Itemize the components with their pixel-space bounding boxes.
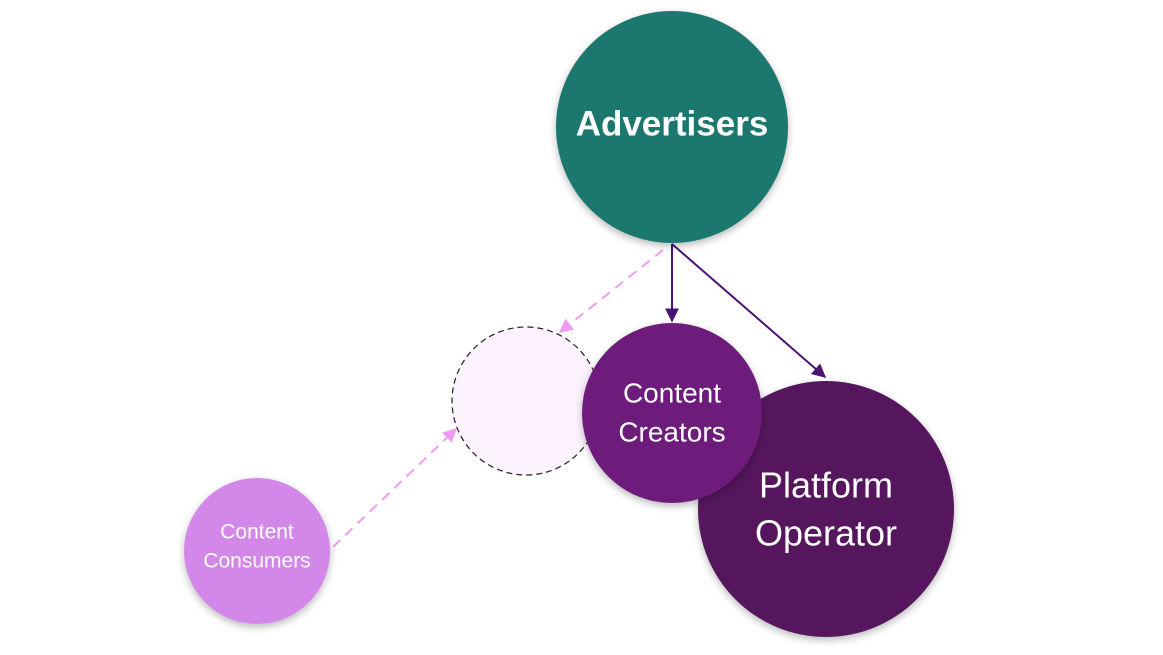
content-creators-circle — [582, 323, 762, 503]
content-consumers-label-line2: Consumers — [203, 550, 310, 573]
content-consumers-node: Content Consumers — [184, 478, 330, 624]
platform-operator-circle — [698, 381, 954, 637]
platform-operator-label-line1: Platform — [759, 465, 893, 506]
advertisers-node: Advertisers — [556, 11, 788, 243]
content-creators-label-line1: Content — [623, 377, 721, 408]
placeholder-node — [452, 327, 600, 475]
edge-advertisers-to-operator — [671, 243, 827, 378]
content-creators-node: Content Creators — [582, 323, 762, 503]
advertisers-circle — [556, 11, 788, 243]
content-consumers-circle — [184, 478, 330, 624]
edge-consumers-to-placeholder — [332, 428, 458, 548]
platform-operator-node: Platform Operator — [698, 381, 954, 637]
edge-advertisers-to-placeholder — [558, 249, 664, 333]
platform-operator-label-line2: Operator — [755, 513, 897, 554]
advertisers-label: Advertisers — [576, 104, 769, 143]
content-consumers-label-line1: Content — [220, 521, 294, 544]
content-creators-label-line2: Creators — [618, 416, 725, 447]
